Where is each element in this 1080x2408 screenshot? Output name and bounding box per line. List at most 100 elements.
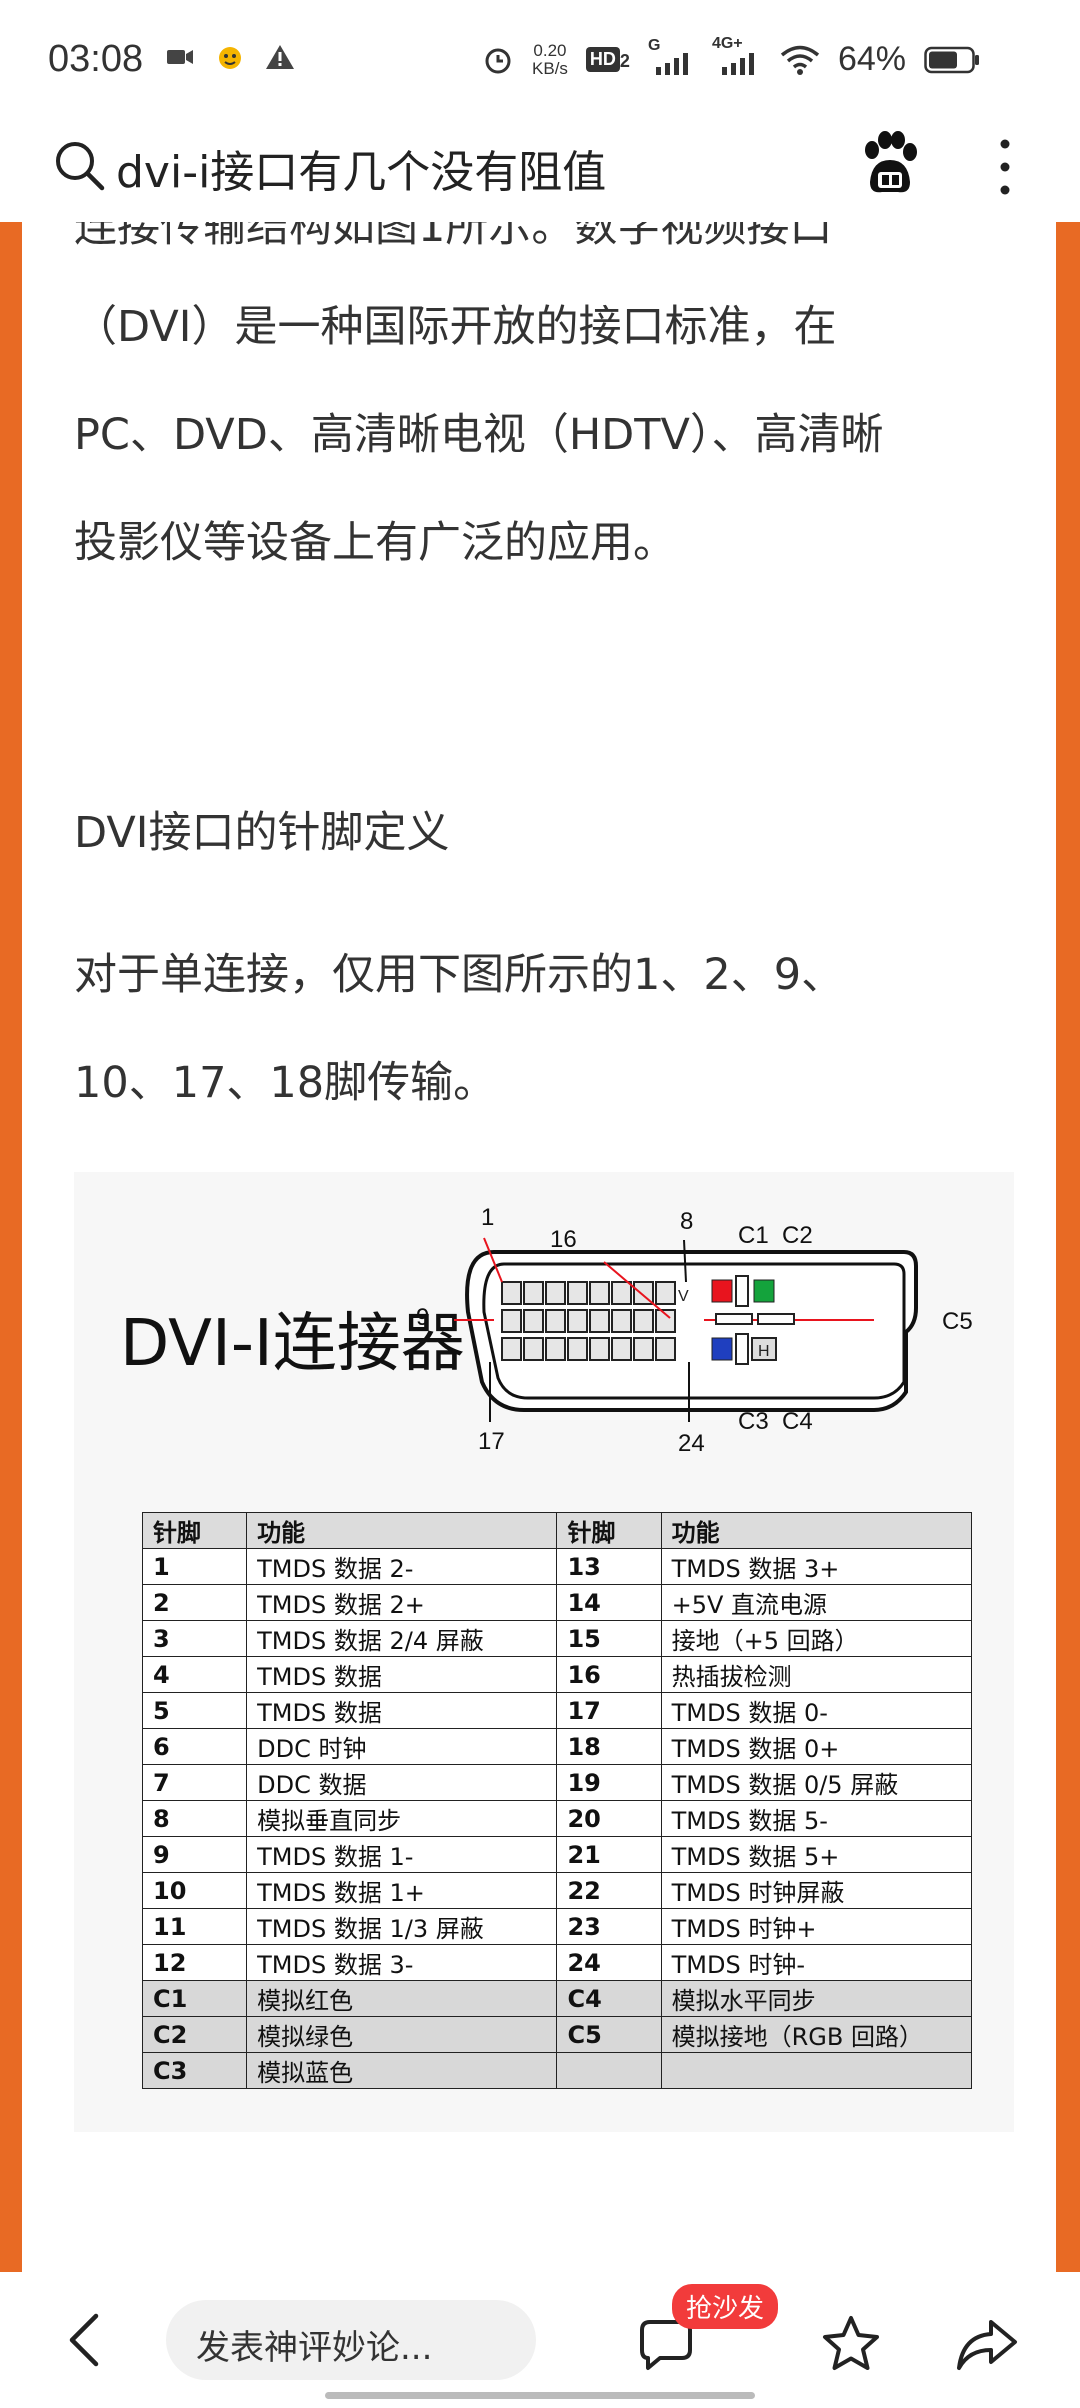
pin-function-cell: 模拟水平同步 bbox=[660, 1980, 973, 2017]
pin-function-cell: 热插拔检测 bbox=[660, 1656, 973, 1693]
search-icon[interactable] bbox=[50, 136, 110, 196]
hd-indicator: HD 2 bbox=[585, 47, 630, 72]
article-content: 连接传输结构如图1所示。数字视频接口 （DVI）是一种国际开放的接口标准，在 P… bbox=[22, 222, 1056, 2272]
pin-number-cell: 19 bbox=[556, 1764, 662, 1801]
connector-pin bbox=[589, 1281, 610, 1305]
connector-pin bbox=[611, 1337, 632, 1361]
pin-number-cell: 23 bbox=[556, 1908, 662, 1945]
pin-number-cell: 15 bbox=[556, 1620, 662, 1657]
pin-number-cell: C1 bbox=[141, 1980, 248, 2017]
pin-number-cell: 14 bbox=[556, 1584, 662, 1621]
connector-pin bbox=[567, 1281, 588, 1305]
connector-pin bbox=[523, 1281, 544, 1305]
h-pin-label: H bbox=[758, 1343, 770, 1360]
v-pin-label: V bbox=[678, 1288, 689, 1305]
dvi-connector-drawing: V H bbox=[454, 1237, 918, 1422]
pin-label-c5: C5 bbox=[942, 1308, 973, 1335]
signal-2: 4G+ bbox=[712, 35, 762, 77]
signal-1: G bbox=[648, 37, 694, 77]
pin-function-cell: 模拟接地（RGB 回路） bbox=[660, 2016, 973, 2053]
connector-pin bbox=[567, 1309, 588, 1333]
pin-number-cell: 12 bbox=[141, 1944, 248, 1981]
article-line: （DVI）是一种国际开放的接口标准，在 bbox=[74, 302, 837, 352]
pin-number-cell: 22 bbox=[556, 1872, 662, 1909]
connector-pin bbox=[567, 1337, 588, 1361]
pin-number-cell: C5 bbox=[556, 2016, 662, 2053]
pin-number-cell: 10 bbox=[141, 1872, 248, 1909]
back-icon[interactable] bbox=[64, 2310, 104, 2370]
section-heading: DVI接口的针脚定义 bbox=[74, 808, 450, 858]
search-query[interactable]: dvi-i接口有几个没有阻值 bbox=[116, 147, 607, 198]
pin-number-cell: 5 bbox=[141, 1692, 248, 1729]
share-icon[interactable] bbox=[955, 2316, 1019, 2372]
pin-function-cell: TMDS 数据 0/5 屏蔽 bbox=[660, 1764, 973, 1801]
pin-label-16: 16 bbox=[550, 1226, 577, 1253]
pin-label-1: 1 bbox=[481, 1204, 495, 1231]
pin-function-cell: TMDS 数据 2/4 屏蔽 bbox=[246, 1620, 558, 1657]
pin-number-cell: 18 bbox=[556, 1728, 662, 1765]
sofa-badge[interactable]: 抢沙发 bbox=[672, 2284, 779, 2329]
pin-number-cell: 2 bbox=[141, 1584, 248, 1621]
comment-input[interactable]: 发表神评妙论... bbox=[166, 2300, 536, 2380]
search-header: dvi-i接口有几个没有阻值 bbox=[0, 120, 1080, 223]
connector-pin bbox=[545, 1281, 566, 1305]
table-header: 针脚 bbox=[556, 1512, 662, 1549]
pin-function-cell: TMDS 数据 0- bbox=[660, 1692, 973, 1729]
article-line: PC、DVD、高清晰电视（HDTV）、高清晰 bbox=[74, 410, 884, 460]
article-line: 投影仪等设备上有广泛的应用。 bbox=[74, 518, 676, 568]
connector-pin bbox=[655, 1337, 676, 1361]
side-accent-right bbox=[1056, 222, 1080, 2272]
connector-pin bbox=[633, 1337, 654, 1361]
pin-function-cell: TMDS 数据 3+ bbox=[660, 1548, 973, 1585]
pin-function-cell: DDC 时钟 bbox=[246, 1728, 558, 1765]
pin-function-cell bbox=[660, 2052, 973, 2089]
pin-number-cell: 8 bbox=[141, 1800, 248, 1837]
connector-pin bbox=[523, 1337, 544, 1361]
pin-number-cell: 6 bbox=[141, 1728, 248, 1765]
battery-percent: 64% bbox=[837, 40, 906, 78]
star-icon[interactable] bbox=[820, 2314, 882, 2374]
pin-number-cell bbox=[556, 2052, 662, 2089]
bottom-toolbar: 发表神评妙论... 抢沙发 bbox=[0, 2272, 1080, 2408]
connector-pin bbox=[523, 1309, 544, 1333]
article-line: 对于单连接，仅用下图所示的1、2、9、 bbox=[74, 950, 845, 1000]
more-vertical-icon[interactable] bbox=[990, 134, 1020, 200]
pin-number-cell: 20 bbox=[556, 1800, 662, 1837]
pin-label-17: 17 bbox=[478, 1428, 505, 1455]
pin-function-cell: TMDS 数据 0+ bbox=[660, 1728, 973, 1765]
pin-label-c2: C2 bbox=[782, 1222, 813, 1249]
pin-function-cell: TMDS 数据 3- bbox=[246, 1944, 558, 1981]
pin-number-cell: 11 bbox=[141, 1908, 248, 1945]
pin-number-cell: C2 bbox=[141, 2016, 248, 2053]
pin-label-c4: C4 bbox=[782, 1408, 813, 1435]
pin-function-cell: TMDS 时钟- bbox=[660, 1944, 973, 1981]
pin-function-cell: TMDS 数据 1/3 屏蔽 bbox=[246, 1908, 558, 1945]
comment-placeholder: 发表神评妙论... bbox=[196, 2328, 433, 2368]
pin-number-cell: 3 bbox=[141, 1620, 248, 1657]
pin-number-cell: C3 bbox=[141, 2052, 248, 2089]
pin-function-cell: TMDS 数据 2+ bbox=[246, 1584, 558, 1621]
pin-function-cell: TMDS 数据 1+ bbox=[246, 1872, 558, 1909]
home-indicator[interactable] bbox=[325, 2392, 755, 2399]
baidu-paw-icon[interactable] bbox=[858, 130, 922, 200]
pin-label-24: 24 bbox=[678, 1430, 705, 1457]
table-header: 功能 bbox=[660, 1512, 973, 1549]
pin-number-cell: 13 bbox=[556, 1548, 662, 1585]
connector-pin bbox=[501, 1309, 522, 1333]
status-time: 03:08 bbox=[48, 38, 144, 80]
pin-function-cell: 模拟蓝色 bbox=[246, 2052, 558, 2089]
article-line: 10、17、18脚传输。 bbox=[74, 1058, 497, 1108]
connector-pin bbox=[501, 1281, 522, 1305]
connector-pin bbox=[545, 1337, 566, 1361]
wifi-icon bbox=[780, 45, 820, 75]
